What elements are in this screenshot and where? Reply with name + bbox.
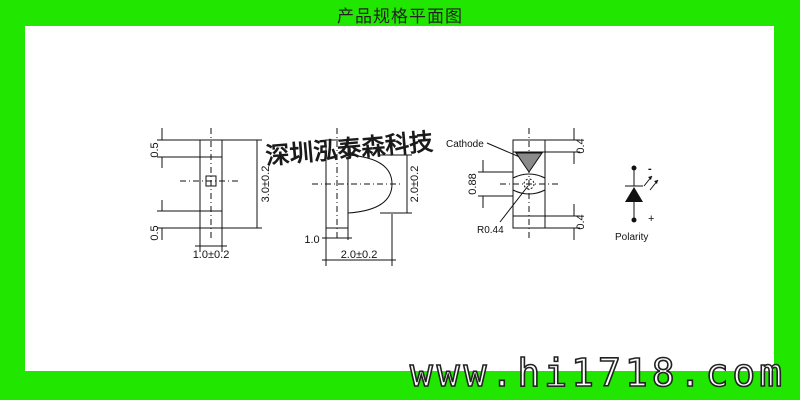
- light-arrow-icon: [648, 176, 652, 180]
- front-view: [157, 128, 262, 252]
- side-dim-width: 2.0±0.2: [341, 249, 378, 261]
- page-title: 产品规格平面图: [337, 7, 463, 27]
- side-view: [312, 128, 412, 266]
- light-arrow-icon: [654, 180, 658, 184]
- polarity-plus: +: [648, 213, 654, 225]
- company-watermark: 深圳泓泰森科技: [264, 127, 435, 171]
- polarity-symbol: [625, 165, 659, 223]
- back-dim-gap: 0.88: [467, 173, 479, 194]
- side-dim-thickness: 1.0: [304, 234, 319, 246]
- site-watermark: www.hi1718.com: [410, 351, 786, 395]
- cathode-mark: [515, 152, 543, 173]
- diode-icon: [625, 187, 643, 202]
- front-dim-bottom: 0.5: [149, 225, 161, 240]
- drawing-panel: [25, 26, 774, 371]
- back-dim-bottom: 0.4: [575, 214, 587, 229]
- back-view: [478, 128, 580, 241]
- radius-label: R0.44: [477, 225, 504, 236]
- front-dim-height: 3.0±0.2: [260, 166, 272, 203]
- front-dim-top: 0.5: [149, 142, 161, 157]
- polarity-minus: -: [648, 163, 652, 175]
- radius-leader: [499, 185, 529, 223]
- front-dim-width: 1.0±0.2: [193, 249, 230, 261]
- polarity-label: Polarity: [615, 232, 648, 243]
- cathode-leader: [486, 142, 523, 159]
- cathode-label: Cathode: [446, 139, 484, 150]
- side-dim-height: 2.0±0.2: [409, 166, 421, 203]
- back-dim-top: 0.4: [575, 138, 587, 153]
